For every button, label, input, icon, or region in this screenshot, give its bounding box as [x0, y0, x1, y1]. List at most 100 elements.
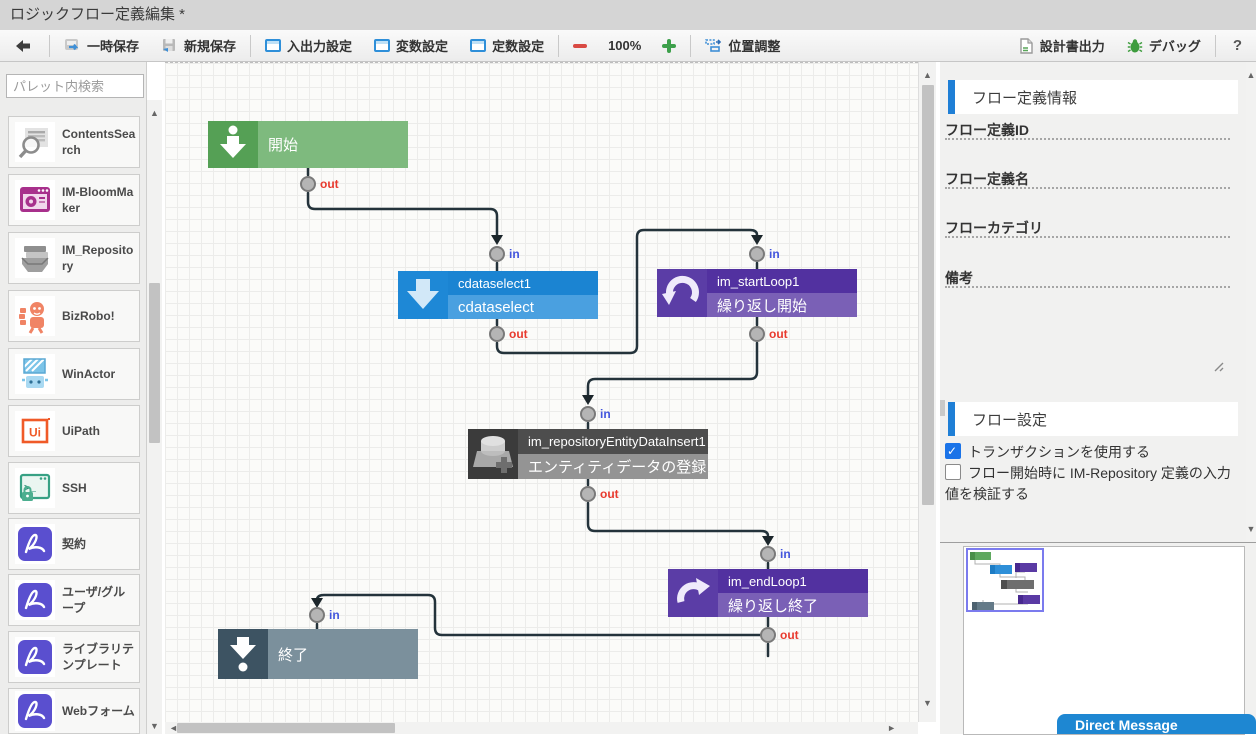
validate-checkbox[interactable]	[945, 464, 961, 480]
direct-message-tab[interactable]: Direct Message	[1057, 714, 1256, 734]
canvas-vscrollbar-thumb[interactable]	[922, 85, 934, 505]
zoom-in-button[interactable]	[651, 30, 687, 62]
node-cdataselect[interactable]: cdataselect1 cdataselect	[398, 271, 598, 319]
node-id: im_repositoryEntityDataInsert1	[518, 429, 708, 454]
panel-splitter-handle[interactable]	[940, 400, 945, 416]
minimap-viewport[interactable]	[966, 548, 1044, 612]
node-end[interactable]: 終了	[218, 629, 418, 679]
canvas-vscrollbar[interactable]: ▲ ▼	[918, 62, 936, 722]
const-settings-button[interactable]: 定数設定	[459, 30, 555, 62]
node-title: 開始	[268, 137, 299, 154]
new-save-button[interactable]: 新規保存	[150, 30, 247, 62]
port-startloop-out[interactable]	[749, 326, 765, 342]
canvas-hscrollbar[interactable]: ◄ ►	[165, 722, 918, 734]
design-doc-label: 設計書出力	[1039, 39, 1105, 54]
palette-item-keiyaku[interactable]: 契約	[8, 518, 140, 570]
port-label-in: in	[769, 247, 780, 261]
palette-scrollbar[interactable]: ▲ ▼	[147, 100, 162, 734]
port-insert-out[interactable]	[580, 486, 596, 502]
inspector-scrollbar[interactable]: ▲ ▼	[1246, 62, 1256, 734]
palette-search-input[interactable]	[6, 74, 144, 98]
note-textarea[interactable]	[945, 270, 1230, 288]
var-settings-button[interactable]: 変数設定	[363, 30, 459, 62]
scroll-up-icon[interactable]: ▲	[923, 70, 932, 80]
contents-search-icon	[15, 122, 55, 162]
port-label-out: out	[780, 628, 799, 642]
palette-item-library-template[interactable]: ライブラリテンプレート	[8, 631, 140, 683]
port-startloop-in[interactable]	[749, 246, 765, 262]
flow-settings-section-header: フロー設定	[948, 402, 1238, 436]
section-accent-bar	[948, 402, 955, 436]
minus-icon	[573, 43, 588, 48]
node-label: 繰り返し開始	[707, 293, 857, 317]
palette-scrollbar-thumb[interactable]	[149, 283, 160, 443]
palette-item-repository[interactable]: IM_Repository	[8, 232, 140, 284]
port-end-in[interactable]	[309, 607, 325, 623]
transaction-checkbox[interactable]	[945, 441, 961, 462]
port-cdataselect-out[interactable]	[489, 326, 505, 342]
port-label-in: in	[329, 608, 340, 622]
section-accent-bar	[948, 80, 955, 114]
palette-item-label: SSH	[62, 480, 87, 495]
flow-canvas[interactable]: 開始 cdataselect1 cdataselect im_startLoop…	[165, 62, 918, 722]
align-label: 位置調整	[728, 39, 781, 54]
transaction-checkbox-row[interactable]: トランザクションを使用する	[945, 441, 1241, 463]
port-start-out[interactable]	[300, 176, 316, 192]
scroll-down-icon[interactable]: ▼	[1246, 524, 1256, 534]
flow-category-input[interactable]	[945, 220, 1230, 238]
zoom-level: 100%	[608, 38, 642, 53]
scroll-left-icon[interactable]: ◄	[169, 723, 178, 733]
direct-message-label: Direct Message	[1075, 717, 1178, 733]
validate-checkbox-row[interactable]: フロー開始時に IM-Repository 定義の入力値を検証する	[945, 463, 1241, 505]
palette-item-uipath[interactable]: Ui UiPath	[8, 405, 140, 457]
bizrobo-icon	[15, 296, 55, 336]
debug-button[interactable]: デバッグ	[1116, 30, 1212, 62]
canvas-hscrollbar-thumb[interactable]	[177, 723, 395, 733]
port-endloop-out[interactable]	[760, 627, 776, 643]
minimap-nodes	[970, 552, 1040, 610]
flow-settings-title: フロー設定	[972, 411, 1048, 429]
scroll-up-icon[interactable]: ▲	[1246, 70, 1256, 80]
palette-item-bizrobo[interactable]: BizRobo!	[8, 290, 140, 342]
toolbar-separator	[558, 34, 560, 57]
toolbar: 一時保存 新規保存 入出力設定 変数設定 定数設定 100% 位置調整	[0, 30, 1256, 62]
palette-item-bloommaker[interactable]: IM-BloomMaker	[8, 174, 140, 226]
node-start-loop[interactable]: im_startLoop1 繰り返し開始	[657, 269, 857, 317]
end-arrow-icon	[230, 637, 256, 672]
zoom-out-button[interactable]	[562, 30, 598, 62]
palette-item-label: ContentsSearch	[62, 126, 136, 157]
port-insert-in[interactable]	[580, 406, 596, 422]
temp-save-button[interactable]: 一時保存	[53, 30, 150, 62]
node-start[interactable]: 開始	[208, 121, 408, 168]
scroll-right-icon[interactable]: ►	[887, 723, 896, 733]
flow-id-input[interactable]	[945, 122, 1230, 140]
align-button[interactable]: 位置調整	[694, 30, 791, 62]
palette-item-winactor[interactable]: WinActor	[8, 348, 140, 400]
back-button[interactable]	[0, 30, 46, 62]
window-icon	[265, 39, 282, 52]
design-doc-button[interactable]: 設計書出力	[1008, 30, 1116, 62]
palette-item-contentssearch[interactable]: ContentsSearch	[8, 116, 140, 168]
palette-item-webform[interactable]: Webフォーム	[8, 688, 140, 734]
port-cdataselect-in[interactable]	[489, 246, 505, 262]
scroll-down-icon[interactable]: ▼	[923, 698, 932, 708]
acrobat-icon	[15, 524, 55, 564]
node-label: cdataselect	[448, 295, 598, 319]
node-entity-insert[interactable]: im_repositoryEntityDataInsert1 エンティティデータ…	[468, 429, 708, 479]
palette-item-user-group[interactable]: ユーザ/グループ	[8, 574, 140, 626]
io-settings-button[interactable]: 入出力設定	[254, 30, 363, 62]
window-icon	[374, 39, 391, 52]
textarea-resize-handle[interactable]	[1212, 360, 1224, 372]
scroll-down-icon[interactable]: ▼	[150, 721, 159, 731]
flow-name-input[interactable]	[945, 171, 1230, 189]
back-arrow-icon	[16, 39, 30, 52]
port-endloop-in[interactable]	[760, 546, 776, 562]
start-arrow-icon	[220, 125, 246, 158]
palette-item-ssh[interactable]: >_ SSH	[8, 462, 140, 514]
winactor-icon	[15, 354, 55, 394]
node-end-loop[interactable]: im_endLoop1 繰り返し終了	[668, 569, 868, 617]
help-button[interactable]: ?	[1232, 37, 1242, 54]
minimap[interactable]	[963, 546, 1245, 735]
scroll-up-icon[interactable]: ▲	[150, 108, 159, 118]
ssh-icon: >_	[15, 468, 55, 508]
